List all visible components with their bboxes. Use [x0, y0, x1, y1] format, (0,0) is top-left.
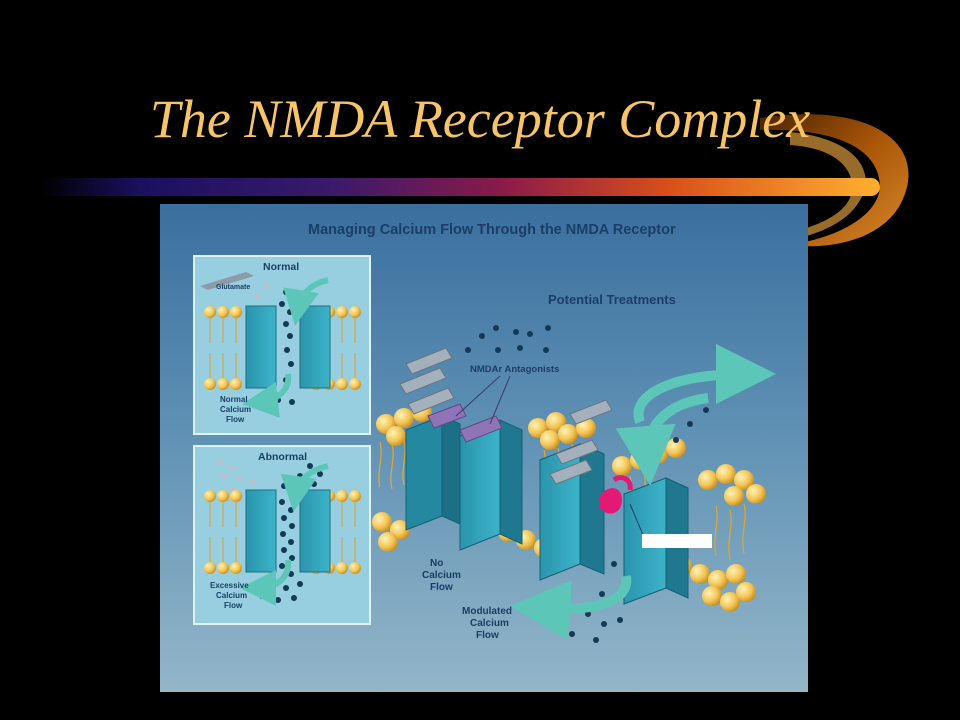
treatment-entry-arrow-icon — [615, 393, 709, 486]
abnormal-panel: Abnormal — [193, 445, 371, 625]
glutamate-triangle-icon — [254, 294, 262, 301]
glutamate-triangle-icon — [262, 284, 270, 291]
abnormal-inflow-arrow-icon — [280, 463, 329, 512]
normal-panel: Normal Glutamate — [193, 255, 371, 435]
nmda-figure: Managing Calcium Flow Through the NMDA R… — [160, 204, 808, 692]
antagonists-label: NMDAr Antagonists — [470, 364, 559, 375]
abnormal-channel-left — [245, 489, 277, 573]
normal-channel-left — [245, 305, 277, 389]
no-flow-label: No Calcium Flow — [422, 558, 464, 593]
normal-panel-heading: Normal — [263, 261, 299, 273]
normal-membrane — [204, 306, 361, 390]
glutamate-label: Glutamate — [216, 284, 250, 291]
glutamate-bar-icon — [200, 272, 254, 290]
abnormal-flow-label: Excessive Calcium Flow — [210, 581, 251, 610]
modulated-flow-arrow-icon — [510, 575, 632, 641]
abnormal-calcium-ions — [259, 463, 323, 603]
modulated-flow-label: Modulated Calcium Flow — [462, 606, 515, 641]
abnormal-glutamate-triangles — [216, 460, 256, 495]
antagonist-molecules — [427, 403, 503, 443]
normal-outflow-arrow-icon — [242, 373, 292, 418]
slide-title: The NMDA Receptor Complex — [149, 89, 811, 149]
normal-channel-right — [299, 305, 331, 389]
title-swoosh-decoration — [40, 114, 909, 247]
treatment-inflow-arrow-icon — [633, 344, 776, 424]
abnormal-outflow-arrow-icon — [240, 559, 292, 606]
normal-inflow-arrow-icon — [283, 277, 329, 326]
blank-label-box — [642, 534, 712, 548]
figure-title: Managing Calcium Flow Through the NMDA R… — [308, 222, 676, 238]
antagonists-pointer-lines — [455, 375, 511, 425]
treatment-glutamate-wedges — [399, 347, 613, 485]
abnormal-channel-right — [299, 489, 331, 573]
treatments-heading: Potential Treatments — [548, 292, 676, 307]
normal-flow-label: Normal Calcium Flow — [220, 395, 253, 424]
abnormal-panel-heading: Abnormal — [258, 451, 307, 463]
